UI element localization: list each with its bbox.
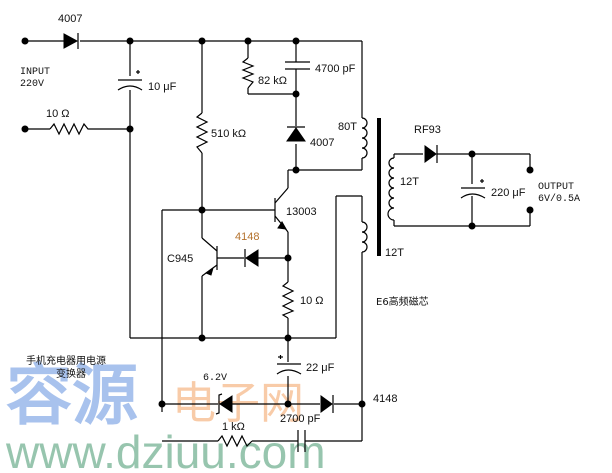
transistor-ctrl-label: C945: [167, 253, 193, 265]
zener-diode-icon: [215, 393, 233, 415]
output-label: OUTPUT: [538, 182, 574, 193]
winding-primary-icon: [361, 117, 368, 159]
capacitor-small-label: 2700 pF: [280, 413, 321, 425]
capacitor-feedback-label: 22 μF: [306, 362, 335, 374]
resistor-feedback-label: 1 kΩ: [222, 421, 245, 433]
resistor-snubber-icon: [241, 57, 255, 89]
resistor-start-label: 510 kΩ: [211, 128, 246, 140]
watermark: 容源 电子网 www.dziuu.com: [5, 357, 326, 473]
diode-ctrl-icon: [244, 249, 259, 267]
winding-secondary-icon: [387, 157, 395, 221]
diode-input-icon: [63, 33, 79, 49]
capacitor-output-icon: [460, 179, 486, 199]
output-terminal-positive: [526, 166, 534, 174]
resistor-start-icon: [195, 112, 209, 154]
winding-secondary-label: 12T: [400, 176, 419, 188]
capacitor-snubber-label: 4700 pF: [315, 63, 356, 75]
capacitor-input-label: 10 μF: [148, 81, 177, 93]
watermark-big: 容源: [6, 357, 138, 434]
transistor-ctrl-icon: [201, 237, 218, 277]
junctions: [21, 37, 534, 408]
resistor-input-icon: [49, 122, 90, 136]
resistor-emitter-icon: [281, 281, 295, 319]
capacitor-output-label: 220 μF: [491, 187, 526, 199]
winding-feedback-icon: [361, 221, 368, 253]
diode-output-label: RF93: [414, 124, 441, 136]
transistor-main-label: 13003: [286, 206, 317, 218]
capacitor-small-icon: [297, 430, 306, 452]
title-line-1: 手机充电器用电源: [26, 354, 106, 367]
zener-label: 6.2V: [203, 373, 227, 384]
title-line-2: 变换器: [56, 367, 86, 380]
winding-feedback-label: 12T: [385, 247, 404, 259]
output-rating: 6V/0.5A: [538, 193, 580, 205]
capacitor-snubber-icon: [285, 61, 310, 70]
wires: [25, 40, 531, 442]
diode-feedback-icon: [320, 395, 334, 413]
watermark-url: www.dziuu.com: [5, 426, 326, 473]
diode-input-label: 4007: [58, 13, 82, 25]
core-label: E6高频磁芯: [376, 295, 429, 308]
output-terminal-negative: [526, 206, 534, 214]
resistor-feedback-icon: [217, 434, 253, 448]
capacitor-feedback-icon: [276, 355, 302, 375]
resistor-input-label: 10 Ω: [46, 108, 70, 120]
transformer-core-icon: [377, 118, 381, 256]
resistor-emitter-label: 10 Ω: [300, 295, 324, 307]
diode-snubber-label: 4007: [310, 137, 334, 149]
diode-snubber-icon: [286, 126, 306, 142]
diode-feedback-label: 4148: [373, 393, 397, 405]
diode-output-icon: [424, 145, 438, 163]
transistor-main-icon: [274, 187, 289, 233]
capacitor-input-icon: [117, 70, 143, 91]
winding-primary-label: 80T: [338, 121, 357, 133]
input-voltage: 220V: [20, 79, 44, 90]
resistor-snubber-label: 82 kΩ: [258, 75, 287, 87]
input-label: INPUT: [20, 67, 50, 78]
diode-ctrl-label: 4148: [235, 231, 259, 243]
